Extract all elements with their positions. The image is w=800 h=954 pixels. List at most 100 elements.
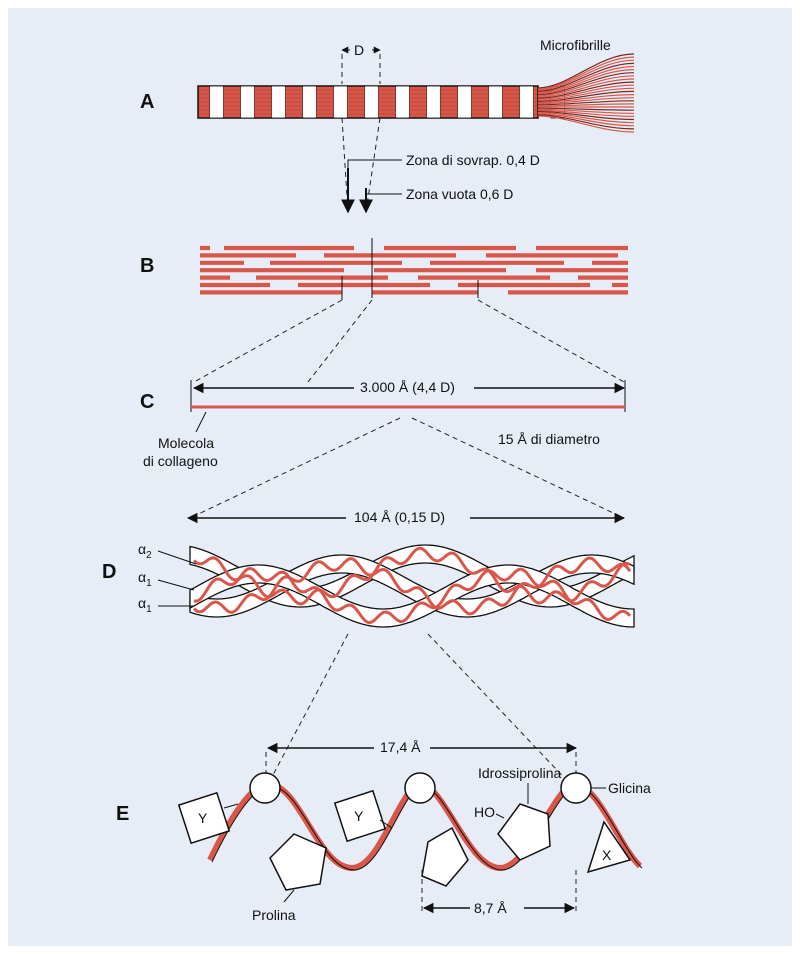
microfibril-strand bbox=[537, 75, 635, 97]
staggered-molecules bbox=[200, 245, 628, 295]
x-residue-label: X bbox=[602, 847, 612, 863]
microfibril-strand bbox=[537, 53, 635, 89]
length-label-bg bbox=[354, 376, 474, 396]
y-residue-label-1: Y bbox=[198, 810, 208, 826]
microfibril-strand bbox=[537, 94, 635, 104]
width-label-bg bbox=[346, 506, 470, 526]
collagen-fibril bbox=[197, 85, 565, 119]
microfibril-strand bbox=[537, 69, 635, 95]
proline-label: Prolina bbox=[252, 907, 296, 923]
microfibril-strand bbox=[537, 113, 635, 127]
fibril-gap-band-fill bbox=[303, 86, 316, 118]
molecule-label-line1: Molecola bbox=[158, 435, 214, 451]
panel-label-a: A bbox=[140, 91, 154, 113]
fibril-gap-band-fill bbox=[365, 86, 378, 118]
fibril-gap-band-fill bbox=[272, 86, 285, 118]
microfibril-strand bbox=[537, 84, 635, 100]
proline-ring-1 bbox=[269, 833, 327, 891]
drop-line-right bbox=[365, 117, 381, 213]
microfibrils-label: Microfibrille bbox=[540, 37, 611, 53]
hydroxyproline-ring bbox=[497, 803, 551, 861]
microfibril-strand bbox=[537, 72, 635, 96]
microfibril-strand bbox=[537, 109, 635, 117]
proline-leader bbox=[283, 889, 295, 903]
microfibril-strand bbox=[537, 87, 635, 101]
collagen-structure-diagram: A B C D E Microfibrille D Zona di sovrap… bbox=[102, 37, 651, 923]
glycine-label: Glicina bbox=[608, 780, 651, 796]
y-residue-box-2 bbox=[333, 789, 387, 843]
y-residue-label-2: Y bbox=[354, 808, 364, 824]
microfibril-strand bbox=[537, 108, 635, 114]
panel-label-c: C bbox=[140, 391, 154, 413]
molecule-length-label: 3.000 Å (4,4 D) bbox=[360, 379, 455, 395]
alpha-chain-coil bbox=[193, 566, 632, 625]
gap-leader bbox=[365, 188, 402, 195]
fibril-gap-band-fill bbox=[458, 86, 471, 118]
drop-line-left bbox=[341, 117, 349, 213]
microfibril-strand bbox=[537, 56, 635, 90]
repeat-distance-label: 17,4 Å bbox=[380, 739, 421, 755]
fibril-gap-band-fill bbox=[427, 86, 440, 118]
fibril-gap-band-fill bbox=[396, 86, 409, 118]
expand-d-e-left bbox=[265, 633, 349, 789]
microfibril-fan bbox=[537, 53, 635, 133]
molecule-leader bbox=[195, 411, 207, 433]
glycine-2 bbox=[404, 772, 436, 804]
microfibril-strand bbox=[537, 59, 635, 91]
panel-label-d: D bbox=[102, 561, 116, 583]
triple-helix bbox=[189, 544, 635, 628]
fibril-gap-band-fill bbox=[241, 86, 254, 118]
molecule-label-line2: di collageno bbox=[143, 453, 218, 469]
x-residue-triangle bbox=[586, 820, 632, 874]
y-bond-1 bbox=[223, 803, 239, 809]
helix-strand-tube bbox=[189, 554, 635, 618]
gap-zone-label: Zona vuota 0,6 D bbox=[406, 186, 513, 202]
microfibril-strand bbox=[537, 100, 635, 106]
microfibril-strand bbox=[537, 112, 635, 124]
chain-label-alpha1-b: α1 bbox=[138, 595, 152, 615]
ho-label: HO bbox=[474, 804, 495, 820]
overlap-zone-label: Zona di sovrap. 0,4 D bbox=[406, 152, 540, 168]
half-repeat-label-bg bbox=[470, 896, 524, 916]
fibril-gap-band-fill bbox=[489, 86, 502, 118]
expand-b-c-mid bbox=[307, 299, 373, 383]
microfibril-strand bbox=[537, 97, 635, 105]
triple-helix-width-label: 104 Å (0,15 D) bbox=[354, 509, 445, 525]
repeat-label-bg bbox=[374, 736, 430, 756]
glycine-3 bbox=[560, 772, 592, 804]
expand-c-d-right bbox=[411, 417, 625, 519]
expand-c-d-left bbox=[189, 417, 401, 519]
microfibril-strand bbox=[537, 65, 635, 94]
fibril-gap-band-fill bbox=[520, 86, 533, 118]
diameter-label: 15 Å di diametro bbox=[498, 431, 600, 447]
microfibril-strand bbox=[537, 114, 635, 130]
half-repeat-label: 8,7 Å bbox=[474, 900, 507, 916]
expand-b-c-right bbox=[477, 299, 625, 383]
y-bond-2 bbox=[379, 819, 393, 829]
microfibril-strand bbox=[537, 115, 635, 133]
panel-label-e: E bbox=[116, 803, 129, 825]
hydroxyproline-label: Idrossiprolina bbox=[478, 765, 561, 781]
chain-leader-1 bbox=[157, 550, 197, 565]
microfibril-strand bbox=[537, 103, 635, 107]
chain-label-alpha1-a: α1 bbox=[138, 569, 152, 589]
microfibril-strand bbox=[537, 62, 635, 92]
panel-label-b: B bbox=[140, 255, 154, 277]
microfibril-strand bbox=[537, 110, 635, 121]
proline-ring-2 bbox=[421, 826, 469, 887]
fibril-gap-band-fill bbox=[334, 86, 347, 118]
fibril-gap-band-fill bbox=[210, 86, 223, 118]
period-label: D bbox=[354, 42, 364, 58]
expand-b-c-left bbox=[193, 299, 343, 383]
figure-frame: A B C D E Microfibrille D Zona di sovrap… bbox=[8, 8, 792, 946]
overlap-leader bbox=[347, 159, 402, 168]
microfibril-strand bbox=[537, 81, 635, 99]
alpha-chain-coil bbox=[192, 556, 632, 616]
microfibril-strand bbox=[537, 90, 635, 102]
y-residue-box-1 bbox=[177, 791, 231, 845]
glycine-1 bbox=[249, 772, 281, 804]
chain-leader-2 bbox=[157, 579, 195, 591]
chain-label-alpha2: α2 bbox=[138, 541, 152, 561]
ho-bond bbox=[495, 813, 505, 819]
microfibril-strand bbox=[537, 78, 635, 98]
